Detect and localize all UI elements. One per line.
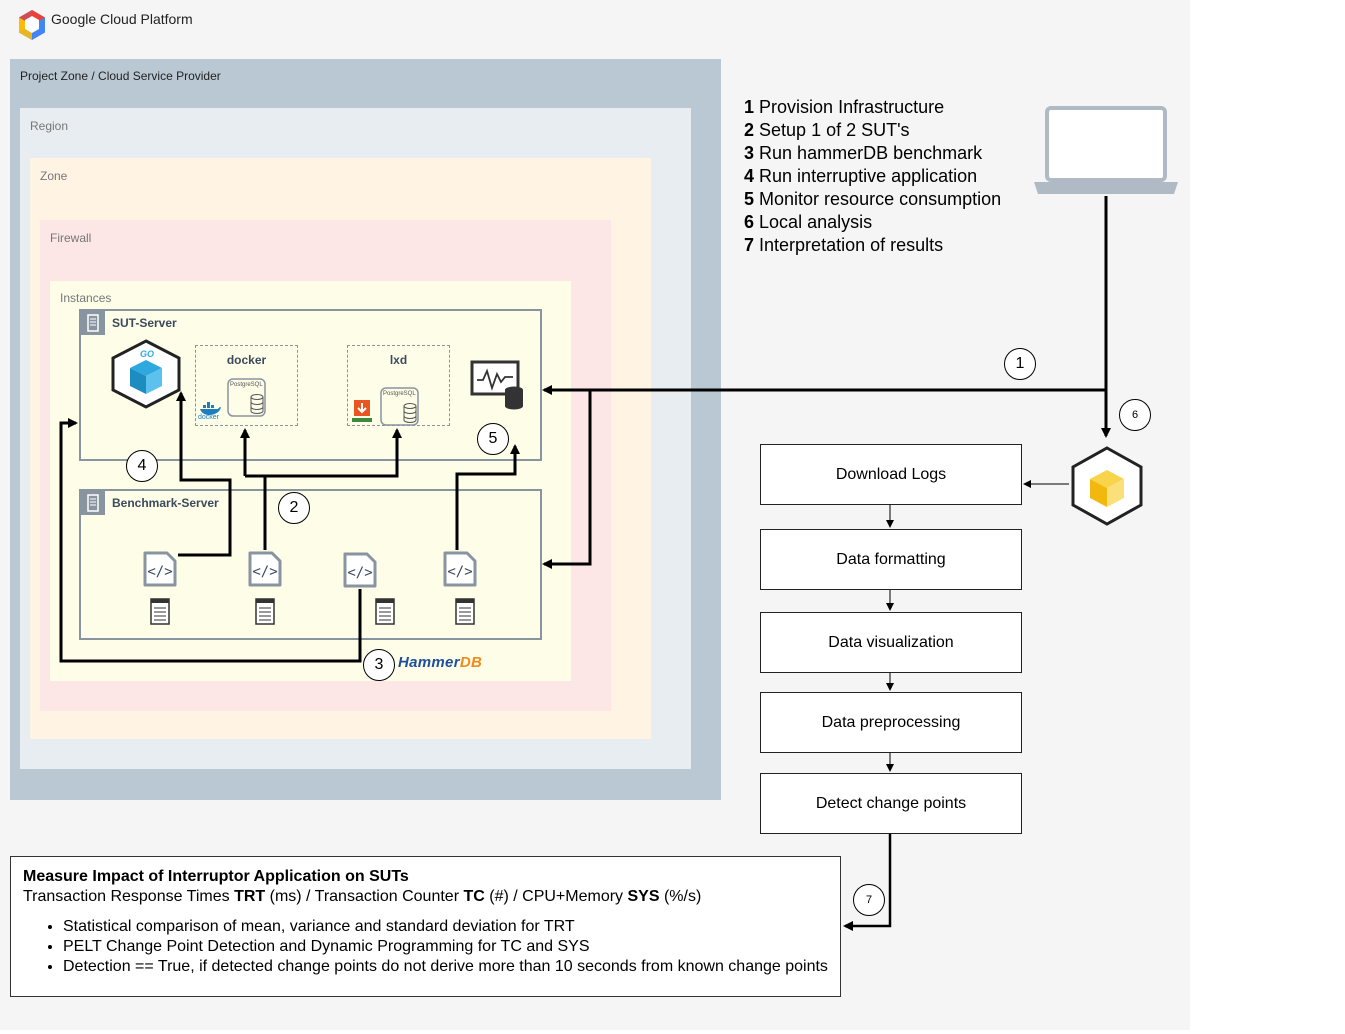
docker-container-box: docker [195, 345, 298, 426]
flow-data-preprocessing: Data preprocessing [760, 692, 1022, 753]
benchmark-server-box: Benchmark-Server [79, 489, 542, 640]
code-script-icon: </> [442, 550, 478, 588]
region-label: Region [30, 119, 69, 133]
flow-detect-change-points: Detect change points [760, 773, 1022, 834]
step-marker-1: 1 [1004, 348, 1036, 380]
firewall-label: Firewall [50, 231, 92, 245]
go-label: GO [140, 349, 155, 359]
hammerdb-logo: HammerDB [398, 654, 482, 671]
gcp-logo-icon [17, 9, 47, 41]
postgresql-database-icon [380, 387, 420, 427]
step-marker-5: 5 [477, 423, 509, 455]
summary-metrics: Transaction Response Times TRT (ms) / Tr… [23, 888, 702, 905]
step-item: 6 Local analysis [744, 212, 873, 232]
summary-bullet: PELT Change Point Detection and Dynamic … [63, 937, 828, 957]
code-script-icon: </> [342, 551, 378, 589]
server-icon [81, 311, 105, 335]
step-item: 4 Run interruptive application [744, 166, 978, 186]
postgresql-label: PostgreSQL [383, 391, 416, 397]
benchmark-server-title: Benchmark-Server [112, 496, 219, 510]
document-icon [455, 598, 475, 625]
flow-download-logs: Download Logs [760, 444, 1022, 505]
lxd-logo-icon [352, 400, 372, 422]
docker-label: docker [226, 353, 267, 367]
code-script-icon: </> [247, 550, 283, 588]
summary-bullet: Statistical comparison of mean, variance… [63, 917, 828, 937]
summary-bullets: Statistical comparison of mean, variance… [23, 917, 828, 977]
hammerdb-logo-part1: Hammer [398, 654, 460, 671]
docker-whale-icon [198, 402, 222, 416]
step-item: 5 Monitor resource consumption [744, 189, 1002, 209]
svg-text:</>: </> [447, 564, 472, 580]
svg-text:</>: </> [252, 564, 277, 580]
zone-label: Zone [40, 169, 68, 183]
document-icon [255, 598, 275, 625]
monitoring-icon [470, 360, 526, 412]
postgresql-label: PostgreSQL [230, 382, 263, 388]
analysis-cube-icon [1069, 445, 1145, 527]
flow-data-formatting: Data formatting [760, 529, 1022, 590]
server-icon [81, 491, 105, 515]
docker-logo-text: docker [198, 414, 220, 421]
svg-text:</>: </> [347, 565, 372, 581]
summary-title: Measure Impact of Interruptor Applicatio… [23, 868, 409, 885]
sut-server-box: SUT-Server [79, 309, 542, 461]
step-item: 1 Provision Infrastructure [744, 97, 945, 117]
laptop-icon [1032, 106, 1180, 196]
go-container-icon [109, 338, 183, 410]
summary-box: Measure Impact of Interruptor Applicatio… [10, 856, 841, 997]
flow-data-visualization: Data visualization [760, 612, 1022, 673]
step-marker-6: 6 [1119, 399, 1151, 431]
hammerdb-logo-part2: DB [459, 654, 483, 671]
step-marker-2: 2 [278, 492, 310, 524]
platform-title: Google Cloud Platform [51, 11, 193, 27]
step-marker-4: 4 [126, 450, 158, 482]
sut-server-title: SUT-Server [112, 316, 177, 330]
step-legend: 1 Provision Infrastructure 2 Setup 1 of … [744, 96, 1001, 257]
step-item: 7 Interpretation of results [744, 235, 944, 255]
lxd-label: lxd [389, 353, 408, 367]
code-script-icon: </> [142, 550, 178, 588]
postgresql-database-icon [227, 378, 267, 418]
document-icon [150, 598, 170, 625]
summary-bullet: Detection == True, if detected change po… [63, 957, 828, 977]
svg-text:</>: </> [147, 564, 172, 580]
step-marker-7: 7 [853, 884, 885, 916]
document-icon [375, 598, 395, 625]
project-zone-label: Project Zone / Cloud Service Provider [20, 69, 221, 83]
step-marker-3: 3 [363, 649, 395, 681]
instances-label: Instances [60, 291, 112, 305]
step-item: 3 Run hammerDB benchmark [744, 143, 983, 163]
step-item: 2 Setup 1 of 2 SUT's [744, 120, 910, 140]
